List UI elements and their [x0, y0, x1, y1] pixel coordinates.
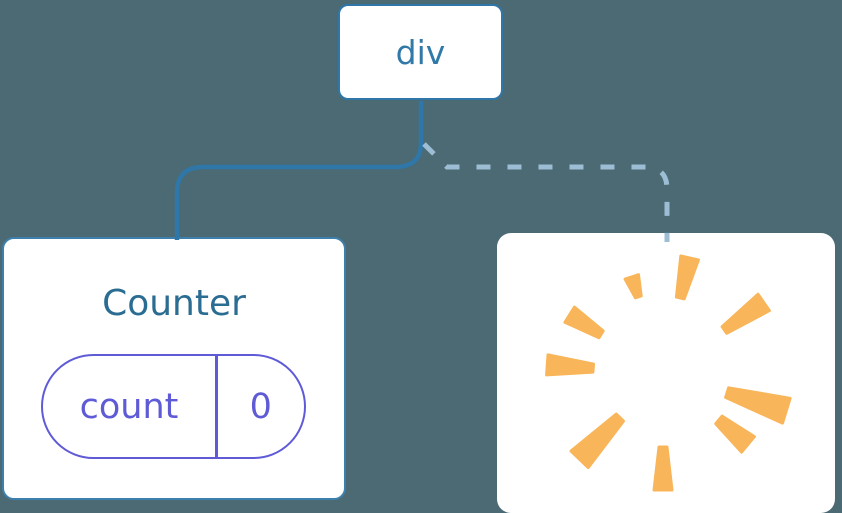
edge-dashed-to-removed — [422, 142, 670, 242]
state-value: 0 — [249, 386, 272, 427]
burst-icon — [545, 254, 792, 492]
div-node-label: div — [395, 32, 446, 72]
removed-component-card — [497, 233, 835, 513]
pill-divider — [215, 356, 218, 457]
tree-node-div: div — [338, 4, 503, 100]
state-key-label: count — [79, 386, 179, 427]
counter-component-card: Counter count 0 — [2, 237, 346, 500]
counter-title: Counter — [102, 283, 246, 324]
edge-solid-to-counter — [174, 101, 424, 240]
state-pill: count 0 — [41, 354, 306, 459]
